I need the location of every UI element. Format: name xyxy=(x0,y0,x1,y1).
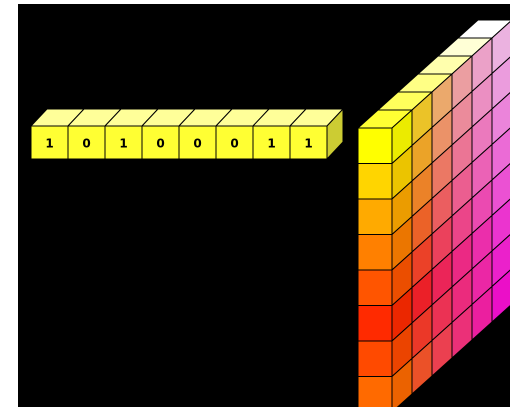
cube-front-cell xyxy=(357,269,393,306)
cube-front-cell xyxy=(357,198,393,235)
bit-value: 1 xyxy=(267,137,275,151)
cube-front-cell xyxy=(357,163,393,200)
bit-cell xyxy=(289,125,328,160)
bit-value: 1 xyxy=(45,137,53,151)
bit-value: 0 xyxy=(156,137,164,151)
cube-front-cell xyxy=(357,340,393,377)
bit-value: 1 xyxy=(304,137,312,151)
cube-front-cell xyxy=(357,127,393,164)
cube-front-cell xyxy=(357,305,393,342)
bit-value: 0 xyxy=(230,137,238,151)
bit-value: 0 xyxy=(82,137,90,151)
cube-front-cell xyxy=(357,376,393,407)
bit-row: 1 0 1 0 0 0 1 1 xyxy=(29,107,345,161)
cube-front-cell xyxy=(357,234,393,271)
bit-value: 1 xyxy=(119,137,127,151)
bit-value: 0 xyxy=(193,137,201,151)
color-cube xyxy=(356,19,510,407)
